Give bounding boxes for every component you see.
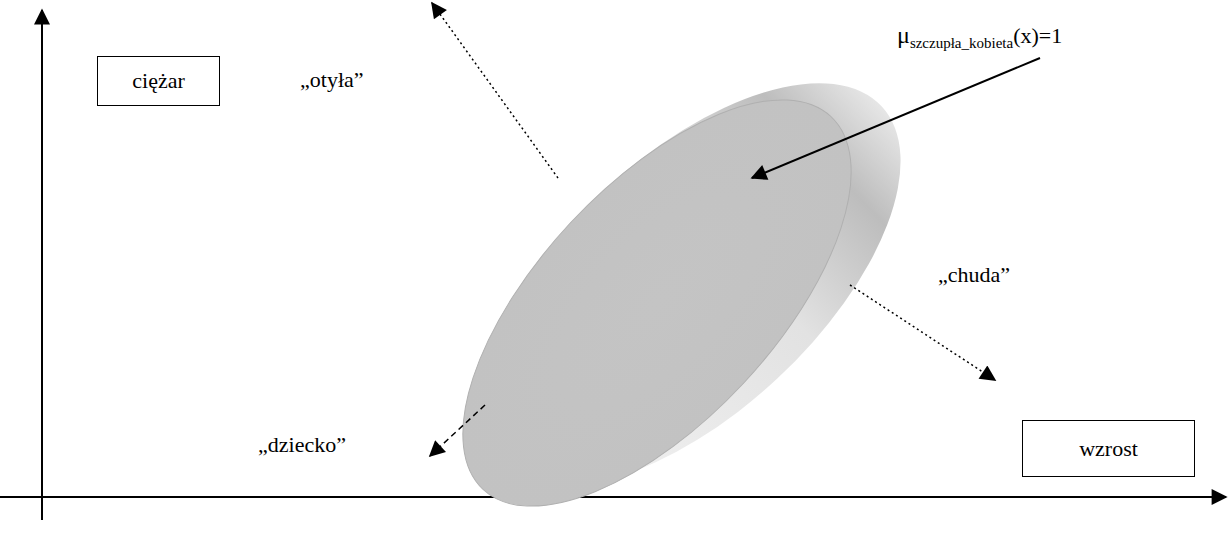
direction-arrow (430, 405, 485, 456)
axis-label-box: ciężar (97, 56, 220, 106)
y-axis (41, 10, 43, 520)
direction-label: „chuda” (938, 262, 1010, 288)
membership-ellipse (397, 13, 969, 544)
membership-symbol: μ (897, 22, 910, 49)
axis-label: wzrost (1079, 436, 1138, 462)
direction-label: „dziecko” (258, 432, 346, 458)
direction-arrow (432, 3, 558, 178)
pointer-arrow (752, 58, 1040, 178)
membership-value: (x)=1 (1013, 23, 1062, 49)
membership-annotation: μszczupła_kobieta(x)=1 (897, 22, 1062, 49)
axis-label-box: wzrost (1022, 420, 1195, 477)
axis-label: ciężar (132, 68, 185, 94)
x-axis (0, 496, 1226, 498)
set-subscript: szczupła_kobieta (910, 35, 1013, 52)
direction-label: „otyła” (300, 67, 364, 93)
direction-arrow (850, 285, 995, 380)
